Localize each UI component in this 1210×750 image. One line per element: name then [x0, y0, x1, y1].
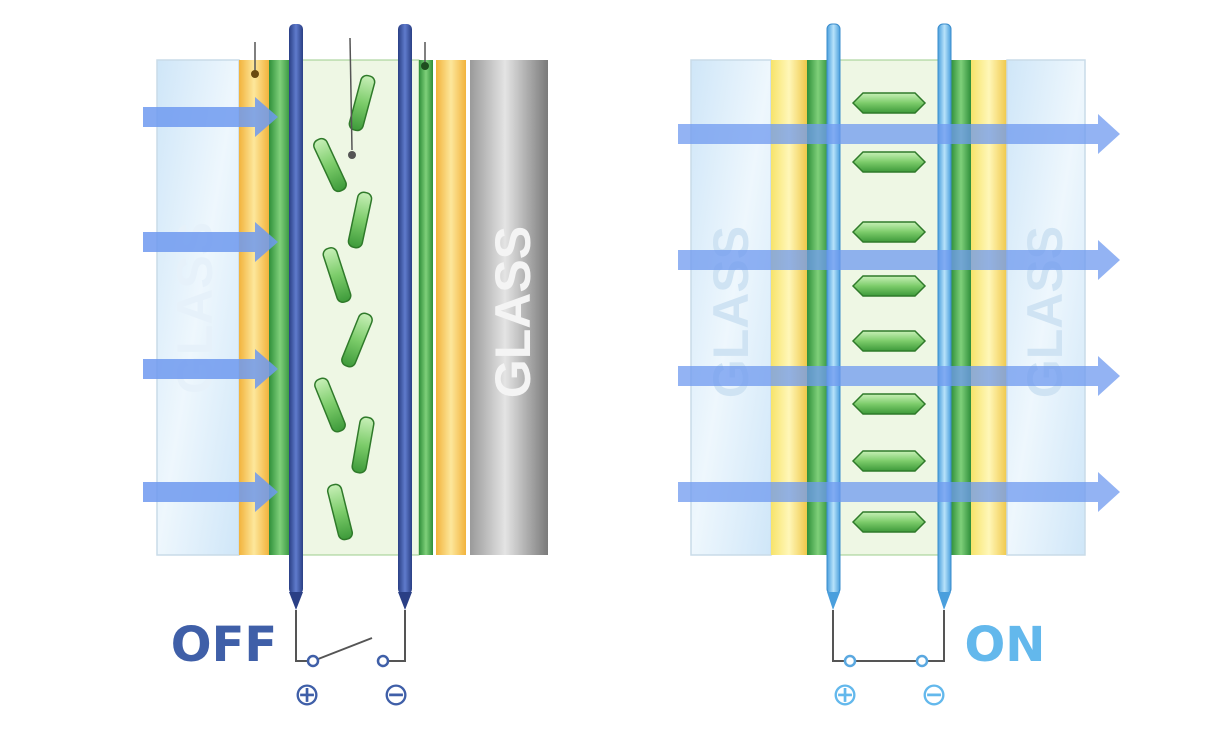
off-switch-lever	[312, 637, 373, 662]
on-light-arrow	[678, 472, 1120, 512]
on-film-right	[951, 60, 971, 555]
off-crystal	[341, 312, 373, 368]
off-light-arrow	[143, 222, 278, 262]
off-panel: GLASS GLASS	[143, 24, 548, 713]
off-electrode-plus	[289, 24, 303, 594]
on-terminal-plus: ⊕	[832, 675, 859, 713]
off-probes	[251, 37, 429, 159]
off-switch-contact	[376, 654, 390, 668]
off-light-arrow	[143, 349, 278, 389]
on-electrode-minus	[937, 23, 952, 595]
on-light-arrow	[678, 240, 1120, 280]
on-crystal	[851, 221, 927, 243]
on-light-arrow	[678, 356, 1120, 396]
off-interlayer-left	[239, 60, 269, 555]
off-light-arrow	[143, 472, 278, 512]
on-electrode-plus	[826, 23, 841, 595]
off-terminal-minus: ⊖	[383, 675, 410, 713]
off-crystal	[347, 191, 373, 249]
on-crystal	[851, 393, 927, 415]
off-film-right	[419, 60, 433, 555]
off-state-label: OFF	[171, 617, 277, 673]
off-light-arrows	[143, 97, 278, 512]
on-crystal	[851, 92, 927, 114]
on-circuit	[832, 610, 945, 662]
off-glass-right-label: GLASS	[485, 226, 541, 398]
on-panel: GLASS GLASS	[678, 23, 1120, 713]
off-switch-contact	[306, 654, 320, 668]
off-light-arrow	[143, 97, 278, 137]
on-switch-contact	[915, 654, 929, 668]
off-glass-right	[470, 60, 548, 555]
on-state-label: ON	[965, 617, 1046, 673]
on-switch-contact	[843, 654, 857, 668]
on-light-arrows	[678, 114, 1120, 512]
on-film-left	[807, 60, 829, 555]
off-crystal	[348, 74, 376, 132]
on-crystal	[851, 511, 927, 533]
off-crystal	[351, 416, 375, 474]
on-crystal	[851, 330, 927, 352]
off-interlayer-right	[436, 60, 466, 555]
on-light-arrow	[678, 114, 1120, 154]
off-electrode-minus	[398, 24, 412, 594]
off-crystal	[314, 377, 346, 433]
off-crystals	[313, 74, 376, 541]
off-film-left	[269, 60, 291, 555]
on-terminal-minus: ⊖	[921, 675, 948, 713]
off-crystal	[313, 137, 347, 193]
off-crystal	[326, 483, 354, 541]
on-crystal	[851, 450, 927, 472]
on-crystals	[851, 92, 927, 533]
on-crystal	[851, 151, 927, 173]
off-circuit	[295, 610, 406, 662]
off-crystal	[322, 247, 352, 303]
off-glass-left	[156, 59, 240, 556]
on-crystal	[851, 275, 927, 297]
off-terminal-plus: ⊕	[294, 675, 321, 713]
